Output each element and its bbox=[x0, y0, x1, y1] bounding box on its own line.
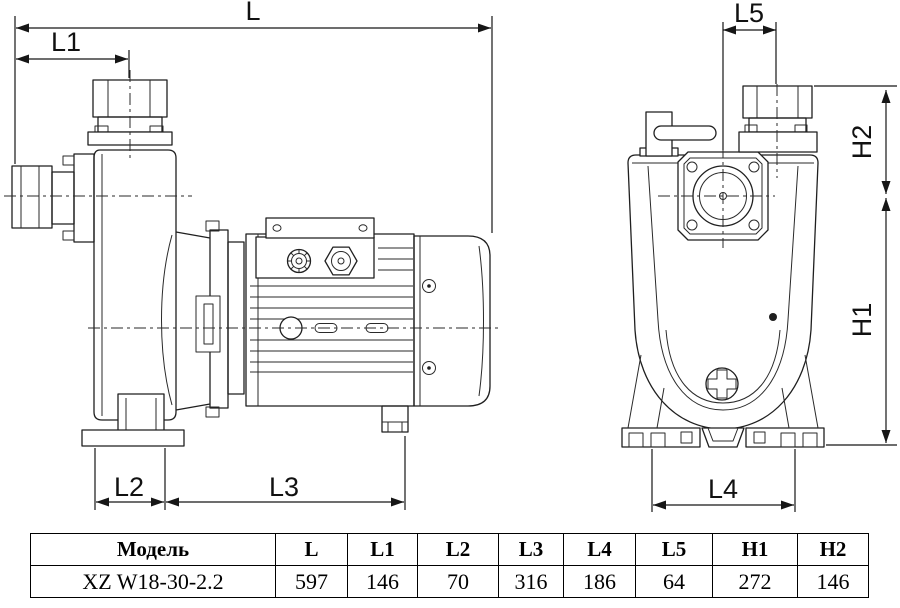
table-header-row: Модель L L1 L2 L3 L4 L5 H1 H2 bbox=[30, 533, 869, 566]
front-discharge-port bbox=[738, 85, 818, 153]
dim-label-h1: H1 bbox=[847, 303, 877, 338]
value-l2: 70 bbox=[417, 565, 499, 598]
dim-label-l3: L3 bbox=[269, 472, 299, 502]
dim-l5: L5 bbox=[722, 0, 777, 150]
motor-foot bbox=[381, 405, 409, 433]
terminal-box bbox=[255, 217, 375, 279]
col-header-h1: H1 bbox=[712, 533, 798, 566]
value-h2: 146 bbox=[797, 565, 869, 598]
value-l: 597 bbox=[275, 565, 348, 598]
table-data-row: XZ W18-30-2.2 597 146 70 316 186 64 272 … bbox=[30, 565, 869, 598]
model-value: XZ W18-30-2.2 bbox=[30, 565, 276, 598]
col-header-model: Модель bbox=[30, 533, 276, 566]
technical-drawing: L L1 L2 L3 L4 bbox=[4, 0, 897, 512]
value-h1: 272 bbox=[712, 565, 798, 598]
front-feet bbox=[621, 354, 825, 448]
col-header-l4: L4 bbox=[563, 533, 636, 566]
dim-label-l5: L5 bbox=[734, 0, 764, 28]
front-view-pump bbox=[621, 84, 825, 448]
dim-label-h2: H2 bbox=[847, 125, 877, 160]
dim-label-l4: L4 bbox=[708, 474, 738, 504]
side-view-pump bbox=[4, 70, 500, 447]
dim-h1: H1 bbox=[826, 198, 897, 446]
col-header-l3: L3 bbox=[498, 533, 564, 566]
dim-h2: H2 bbox=[814, 85, 897, 194]
casing-plug-dot bbox=[769, 313, 777, 321]
col-header-h2: H2 bbox=[797, 533, 869, 566]
dim-label-l: L bbox=[245, 0, 260, 26]
discharge-port bbox=[87, 79, 173, 146]
dimension-table: Модель L L1 L2 L3 L4 L5 H1 H2 XZ W18-30-… bbox=[30, 533, 869, 598]
dim-l1: L1 bbox=[16, 27, 130, 78]
col-header-l2: L2 bbox=[417, 533, 499, 566]
value-l5: 64 bbox=[635, 565, 713, 598]
pump-casing bbox=[81, 149, 185, 447]
dimensions: L L1 L2 L3 L4 bbox=[14, 0, 897, 512]
value-l3: 316 bbox=[498, 565, 564, 598]
suction-port bbox=[11, 153, 95, 243]
col-header-l5: L5 bbox=[635, 533, 713, 566]
carry-handle bbox=[639, 111, 717, 157]
drain-plug bbox=[705, 367, 739, 401]
col-header-l: L bbox=[275, 533, 348, 566]
dim-label-l1: L1 bbox=[51, 27, 81, 57]
value-l4: 186 bbox=[563, 565, 636, 598]
motor bbox=[245, 217, 491, 433]
dim-l3: L3 bbox=[166, 436, 406, 510]
dim-l4: L4 bbox=[651, 449, 796, 512]
value-l1: 146 bbox=[347, 565, 418, 598]
col-header-l1: L1 bbox=[347, 533, 418, 566]
fan-cover bbox=[413, 235, 491, 407]
dim-l: L bbox=[14, 0, 493, 233]
dim-l2: L2 bbox=[94, 448, 166, 510]
pump-motor-bracket bbox=[175, 220, 245, 418]
dim-label-l2: L2 bbox=[114, 472, 144, 502]
